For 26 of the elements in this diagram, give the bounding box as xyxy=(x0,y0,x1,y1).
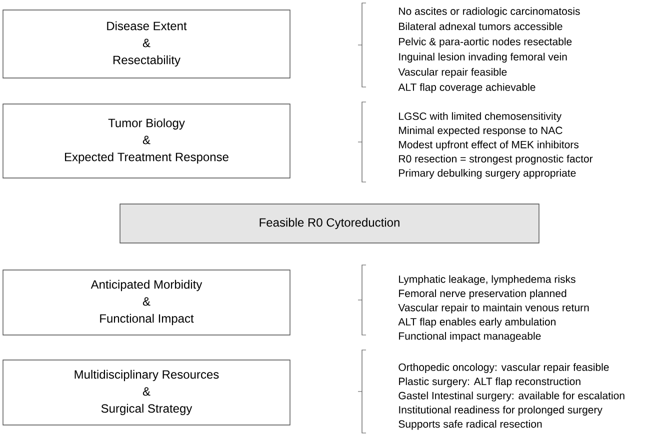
factor-box: Multidisciplinary Resources & Surgical Strategy xyxy=(2,360,290,426)
list-item: Supports safe radical resection xyxy=(398,420,542,430)
list-item: Femoral nerve preservation planned xyxy=(399,289,566,300)
list-item: Gastel Intestinal surgery: available for escalation xyxy=(398,392,624,402)
list-item: Lymphatic leakage, lymphedema risks xyxy=(399,275,576,285)
list-item: Institutional readiness for prolonged surgery xyxy=(399,406,602,416)
list-item: Inguinal lesion invading femoral vein xyxy=(399,52,567,63)
factor-box: Disease Extent & Resectability xyxy=(2,10,290,78)
factor-box: Anticipated Morbidity & Functional Impact xyxy=(2,270,290,336)
list-item: Bilateral adnexal tumors accessible xyxy=(399,22,562,30)
list-item: Vascular repair feasible xyxy=(398,68,507,78)
list-item: Modest upfront effect of MEK inhibitors xyxy=(399,140,579,150)
list-item: No ascites or radiologic carcinomatosis xyxy=(399,7,580,17)
list-item: Orthopedic oncology: vascular repair feasible xyxy=(398,363,609,373)
list-item: Vascular repair to maintain venous return xyxy=(398,304,589,314)
list-item: Minimal expected response to NAC xyxy=(399,126,562,136)
list-item: Functional impact manageable xyxy=(399,332,541,342)
factor-box: Tumor Biology & Expected Treatment Response xyxy=(2,104,290,178)
list-item: Plastic surgery: ALT flap reconstruction xyxy=(399,377,580,388)
list-item: R0 resection = strongest prognostic factor xyxy=(399,154,593,165)
list-item: Pelvic & para-aortic nodes resectable xyxy=(399,38,572,48)
list-item: LGSC with limited chemosensitivity xyxy=(399,112,562,122)
list-item: Primary debulking surgery appropriate xyxy=(399,169,576,179)
result-box: Feasible R0 Cytoreduction xyxy=(120,204,540,244)
list-item: ALT flap coverage achievable xyxy=(398,83,536,93)
list-item: ALT flap enables early ambulation xyxy=(398,318,556,328)
